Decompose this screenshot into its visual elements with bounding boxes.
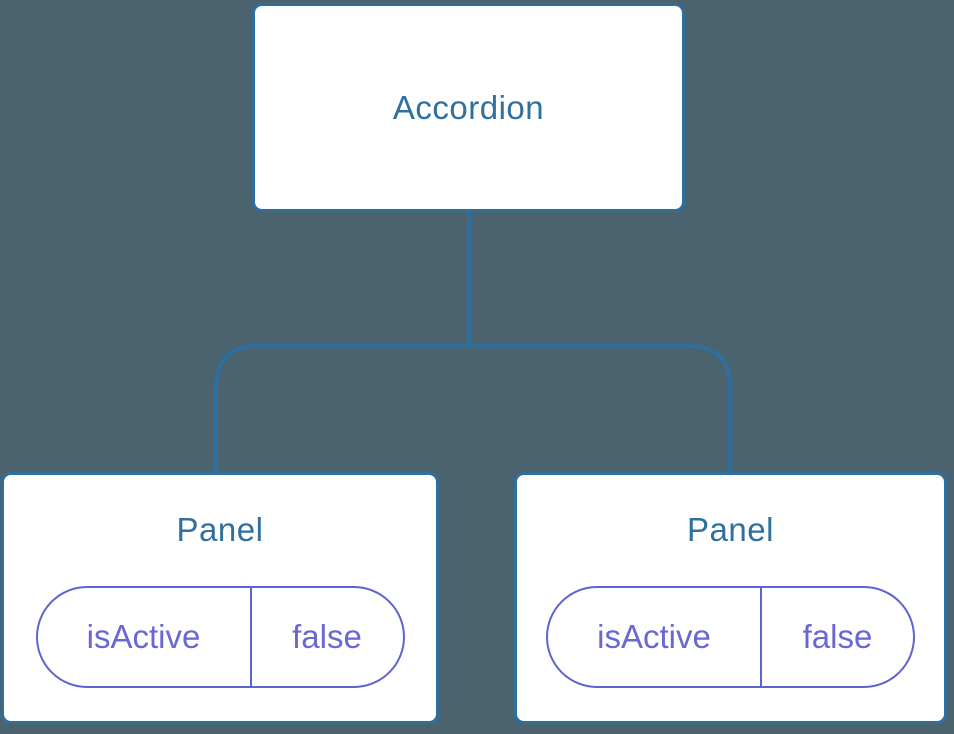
accordion-node: Accordion: [252, 3, 685, 212]
panel-node-left: Panel isActive false: [1, 472, 439, 724]
state-key: isActive: [548, 588, 762, 686]
panel-node-label: Panel: [687, 511, 774, 548]
accordion-node-label: Accordion: [392, 88, 545, 126]
state-pill: isActive false: [35, 586, 405, 688]
connector-branch: [214, 344, 732, 473]
panel-node-right: Panel isActive false: [514, 472, 947, 724]
panel-node-label: Panel: [176, 511, 264, 548]
state-pill: isActive false: [546, 586, 915, 688]
state-value: false: [292, 618, 362, 655]
state-key: isActive: [38, 588, 252, 686]
state-value: false: [802, 618, 873, 655]
